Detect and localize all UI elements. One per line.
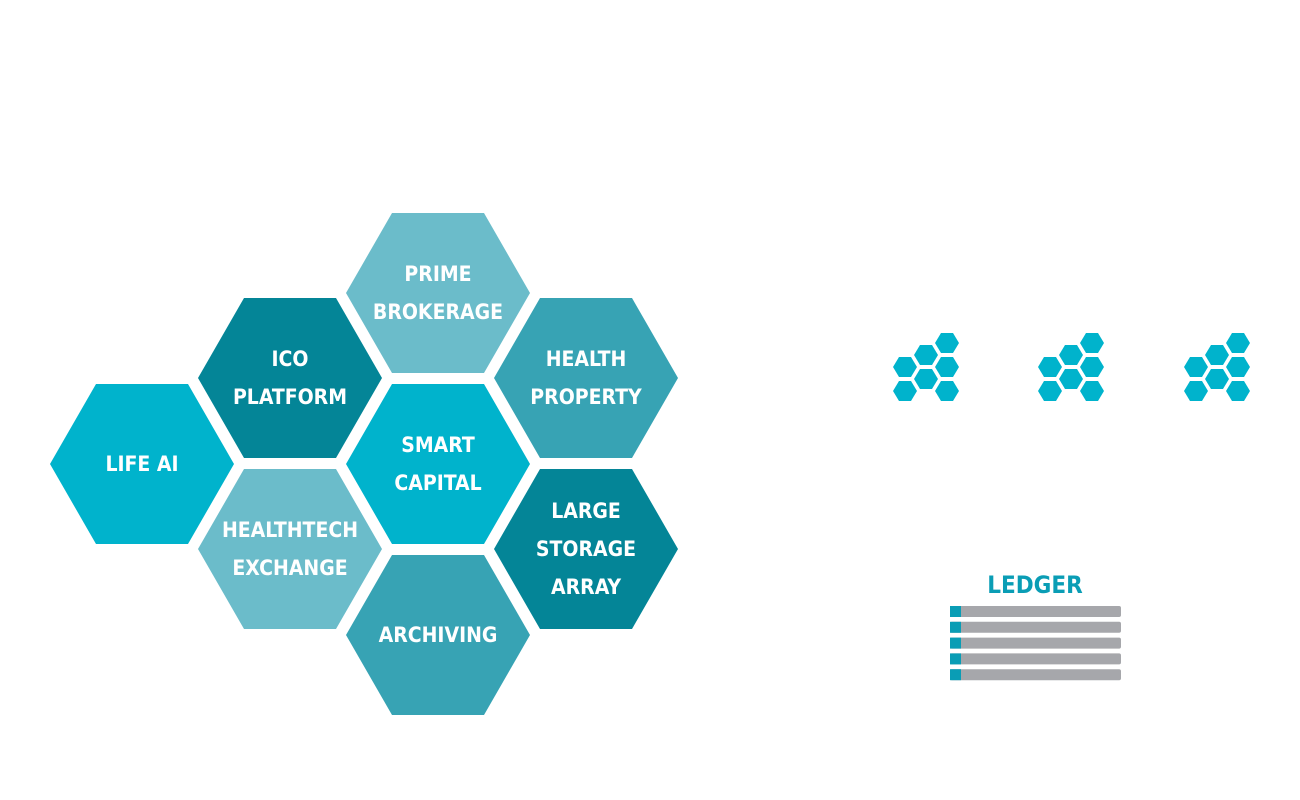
ledger-row-bar: [950, 606, 1121, 617]
hexagon-shape: [198, 469, 382, 629]
ledger-title: LEDGER: [987, 571, 1083, 599]
cluster-hexagon: [935, 333, 959, 353]
hexagon-shape: [346, 213, 530, 373]
cluster-hexagon: [1059, 369, 1083, 389]
hexagon-label-line: ARCHIVING: [379, 623, 498, 647]
ledger-row-marker: [950, 669, 961, 681]
hexagon-label-line: PLATFORM: [233, 385, 347, 409]
hexagon-label-line: STORAGE: [536, 537, 636, 561]
cluster-hexagon: [1205, 369, 1229, 389]
hexagon-cluster-icon: [1184, 333, 1250, 401]
ledger-rows: [950, 606, 1121, 681]
hexagon-smart-capital: SMART CAPITAL: [346, 384, 530, 544]
cluster-hexagon: [893, 381, 917, 401]
cluster-hexagon: [1080, 333, 1104, 353]
hexagon-label-line: ARRAY: [551, 575, 621, 599]
hexagon-label-line: HEALTH: [546, 347, 627, 371]
ledger-icon: LEDGER: [950, 571, 1121, 681]
ledger-row-bar: [950, 637, 1121, 649]
cluster-hexagon: [1226, 333, 1250, 353]
cluster-hexagon: [1226, 381, 1250, 401]
ledger-row-marker: [950, 653, 961, 665]
cluster-hexagon: [1059, 345, 1083, 365]
hexagon-cluster-icon: [1038, 333, 1104, 401]
cluster-hexagon: [1080, 381, 1104, 401]
hexagon-label-line: HEALTHTECH: [222, 518, 358, 542]
hexagon-health-property: HEALTH PROPERTY: [494, 298, 678, 458]
hexagon-shape: [346, 384, 530, 544]
hexagon-label-line: LIFE AI: [105, 452, 178, 476]
hexagon-life-ai: LIFE AI: [50, 384, 234, 544]
cluster-hexagon: [1184, 381, 1208, 401]
hexagon-shape: [494, 469, 678, 629]
hexagon-prime-brokerage: PRIME BROKERAGE: [346, 213, 530, 373]
cluster-hexagon: [935, 357, 959, 377]
cluster-hexagon: [893, 357, 917, 377]
cluster-hexagon: [1038, 357, 1062, 377]
ledger-row-bar: [950, 653, 1121, 665]
cluster-hexagon: [1038, 381, 1062, 401]
hexagon-diagram: PRIME BROKERAGE ICO PLATFORM HEALTH PROPERTY L…: [50, 213, 678, 715]
ledger-row-bar: [950, 669, 1121, 681]
hexagon-label-line: EXCHANGE: [232, 556, 347, 580]
ledger-row-marker: [950, 621, 961, 633]
hexagon-label-line: PRIME: [404, 262, 471, 286]
ledger-row-bar: [950, 621, 1121, 633]
hexagon-label-line: SMART: [401, 433, 475, 457]
hexagon-ico-platform: ICO PLATFORM: [198, 298, 382, 458]
hexagon-healthtech-exchange: HEALTHTECH EXCHANGE: [198, 469, 382, 629]
cluster-hexagon: [1080, 357, 1104, 377]
hexagon-label-line: PROPERTY: [530, 385, 642, 409]
ledger-row-marker: [950, 606, 961, 617]
hexagon-cluster-icon: [893, 333, 959, 401]
cluster-hexagon: [914, 369, 938, 389]
hexagon-label-line: CAPITAL: [394, 471, 481, 495]
hexagon-shape: [198, 298, 382, 458]
hexagon-shape: [346, 555, 530, 715]
hexagon-shape: [50, 384, 234, 544]
hexagon-label-line: LARGE: [551, 499, 621, 523]
hexagon-label-line: ICO: [272, 347, 309, 371]
ledger-row-marker: [950, 637, 961, 649]
hexagon-label-line: BROKERAGE: [373, 300, 503, 324]
cluster-hexagon: [1184, 357, 1208, 377]
hexagon-large-storage-array: LARGE STORAGE ARRAY: [494, 469, 678, 629]
cluster-hexagon: [935, 381, 959, 401]
cluster-hexagon: [914, 345, 938, 365]
hexagon-archiving: ARCHIVING: [346, 555, 530, 715]
hexagon-shape: [494, 298, 678, 458]
hexagon-cluster-icons: [893, 333, 1250, 401]
cluster-hexagon: [1205, 345, 1229, 365]
cluster-hexagon: [1226, 357, 1250, 377]
